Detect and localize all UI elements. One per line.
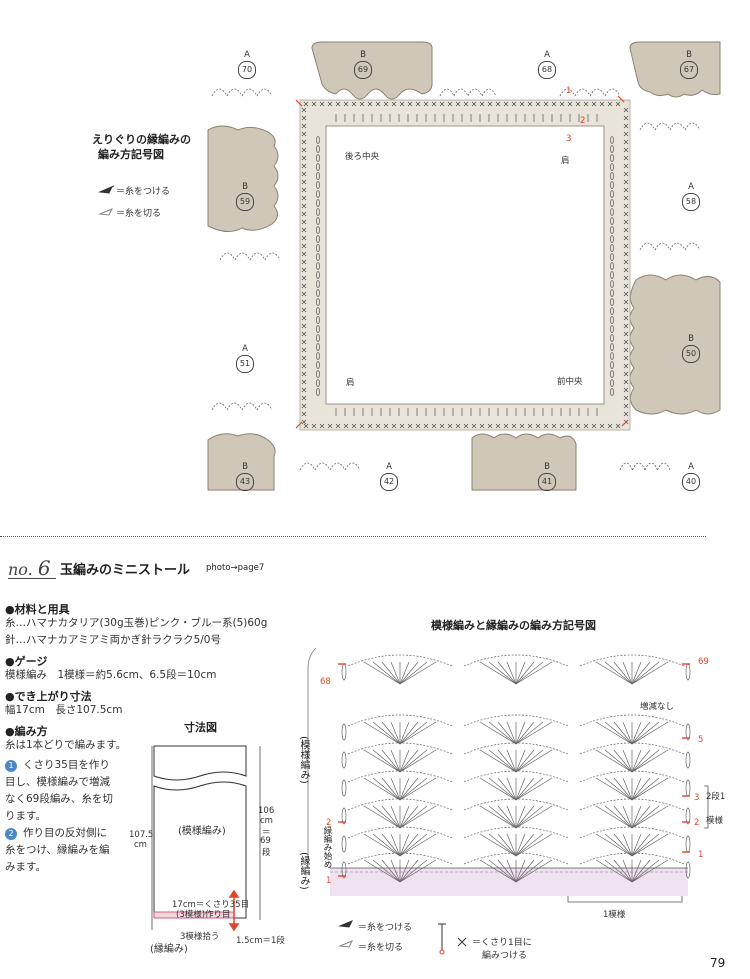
label-row3: 3 [566,134,572,144]
motif-letter: A [688,182,694,192]
motif-number: 68 [538,61,556,79]
step-1-line-1: くさり35目を作り [23,759,110,771]
size-total-length: 107.5 [129,830,154,840]
legend-attach-label: ＝糸をつける [116,187,171,197]
size-diagram-title: 寸法図 [184,721,217,734]
size-pattern-rows: 69 [260,836,271,846]
motif-number: 41 [538,473,556,491]
size-text: 幅17cm 長さ107.5cm [5,704,123,716]
label-front-center: 前中央 [557,377,583,387]
motif-letter: A [242,344,248,354]
pattern-number-underline [8,578,56,579]
size-pattern-unit: cm [260,816,273,826]
chart-legend-x-line1: ＝くさり1目に [472,938,532,948]
method-intro: 糸は1本どりで編みます。 [5,739,127,751]
motif-number: 42 [380,473,398,491]
motif-letter: B [242,182,248,192]
step-2-line-1: 作り目の反対側に [23,827,107,839]
label-shoulder-left: 肩 [346,378,355,388]
row-label-2: 2 [694,818,700,828]
step-1-number: 1 [5,760,17,772]
step-2: 2 作り目の反対側に 糸をつけ、縁編みを編 みます。 [5,825,145,876]
neckline-title-line2: 編み方記号図 [98,148,164,161]
edge-row-label-2: 2 [326,818,332,828]
motif-number: 59 [236,193,254,211]
step-2-line-3: みます。 [5,861,46,873]
label-shoulder-right: 肩 [561,156,570,166]
motif-number: 58 [682,193,700,211]
size-pattern-length: 106 [258,806,275,816]
label-row2: 2 [580,116,586,126]
materials-heading: ●材料と用具 [5,603,70,616]
motif-letter: A [244,50,250,60]
motif-number: 70 [238,61,256,79]
row-label-69: 69 [698,657,709,667]
size-chain-note2: (3模様)作り目 [176,910,231,920]
motif-letter: B [360,50,366,60]
chart-side-label-edge: (縁編み) [298,852,309,890]
repeat-note-line2: 模様 [706,816,724,826]
materials-yarn: 糸…ハマナカタリア(30g玉巻)ピンク・ブルー系(5)60g [5,617,268,629]
pattern-number-prefix: no. [8,560,33,579]
one-repeat-label: 1模様 [603,910,626,920]
size-heading: ●でき上がり寸法 [5,690,92,703]
pattern-number-value: 6 [37,556,51,580]
size-pattern-rows-unit: 段 [262,848,271,858]
size-body-label: (模様編み) [178,826,226,837]
motif-number: 50 [682,345,700,363]
step-1-line-3: なく69段編み、糸を切 [5,793,113,805]
step-2-number: 2 [5,828,17,840]
row-label-68: 68 [320,677,331,687]
step-1-line-2: 目し、模様編みで増減 [5,776,110,788]
motif-number: 67 [680,61,698,79]
size-edge-height: 1.5cm＝1段 [236,936,285,946]
no-change-label: 増減なし [640,702,675,712]
motif-number: 69 [354,61,372,79]
size-chain-note1: 17cm＝くさり35目 [172,900,250,910]
step-1-line-4: ります。 [5,810,46,822]
step-2-line-2: 糸をつけ、縁編みを編 [5,844,110,856]
edge-row-label-1: 1 [326,876,332,886]
motif-number: 40 [682,473,700,491]
motif-letter: B [688,334,694,344]
photo-ref: photo→page7 [206,563,265,573]
size-edge-label: (縁編み) [150,944,188,955]
motif-letter: B [544,462,550,472]
row-label-3: 3 [694,793,700,803]
pattern-title: 玉編みのミニストール [60,563,191,578]
page-number: 79 [710,956,726,970]
motif-letter: A [386,462,392,472]
chart-legend-cut: ＝糸を切る [358,943,404,953]
size-pattern-eq: ＝ [262,828,271,838]
step-1: 1 くさり35目を作り 目し、模様編みで増減 なく69段編み、糸を切 ります。 [5,757,145,825]
stitch-chart-title: 模様編みと縁編みの編み方記号図 [431,619,596,632]
chart-legend-x-line2: 編みつける [482,951,528,961]
chart-legend-attach: ＝糸をつける [358,923,413,933]
row-label-5: 5 [698,735,704,745]
motif-letter: A [544,50,550,60]
row-label-1: 1 [698,850,704,860]
gauge-text: 模様編み 1模様＝約5.6cm、6.5段＝10cm [5,669,217,681]
legend-cut-label: ＝糸を切る [116,209,162,219]
label-row1: 1 [566,86,572,96]
section-divider [0,536,706,537]
neckline-title-line1: えりぐりの縁編みの [92,133,191,146]
chart-side-label-pattern: (模様編み) [298,736,309,784]
motif-letter: A [688,462,694,472]
motif-letter: B [686,50,692,60]
motif-letter: B [242,462,248,472]
gauge-heading: ●ゲージ [5,655,48,668]
size-edge-note: 3模様拾う [180,932,220,942]
size-total-unit: cm [134,840,147,850]
neckline-chart [98,41,721,491]
pattern-number: no. 6 [8,556,51,580]
materials-hook: 針…ハマナカアミアミ両かぎ針ラクラク5/0号 [5,634,221,646]
repeat-note-line1: 2段1 [706,792,726,802]
method-heading: ●編み方 [5,725,48,738]
edge-start-label: 縁編み始め [322,826,332,869]
label-back-center: 後ろ中央 [345,152,380,162]
motif-number: 43 [236,473,254,491]
motif-number: 51 [236,355,254,373]
